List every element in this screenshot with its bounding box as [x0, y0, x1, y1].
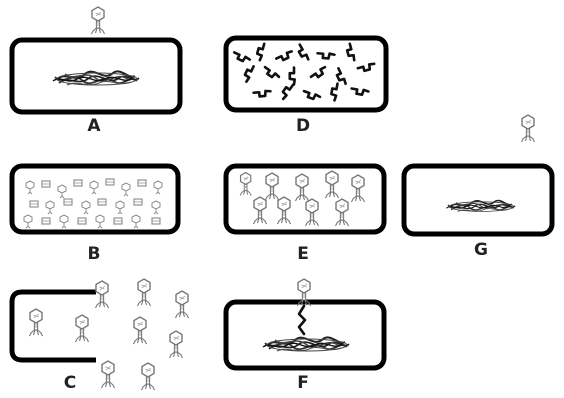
panel-g	[401, 114, 555, 237]
phage-icon	[132, 316, 148, 345]
panel-label-f: F	[297, 373, 309, 393]
cell-wall	[9, 163, 181, 235]
phage-icon	[520, 114, 536, 143]
cell-wall	[223, 35, 389, 113]
phage-icon	[90, 6, 106, 35]
panel-label-d: D	[295, 116, 311, 136]
panel-label-a: A	[87, 116, 101, 136]
panel-e	[223, 163, 387, 235]
phage-icon	[100, 360, 116, 389]
panel-b	[9, 163, 181, 235]
phage-icon	[168, 330, 184, 359]
cell-wall	[401, 163, 555, 237]
phage-icon	[94, 280, 110, 309]
panel-label-e: E	[297, 244, 309, 264]
panel-d	[223, 35, 389, 113]
phage-icon	[28, 308, 44, 337]
phage-icon	[174, 290, 190, 319]
panel-a	[9, 6, 183, 115]
burst-cell-wall	[9, 289, 96, 363]
phage-icon	[140, 362, 156, 391]
panel-c	[9, 278, 190, 391]
phage-icon	[136, 278, 152, 307]
panel-f	[223, 278, 387, 371]
cell-wall	[223, 299, 387, 371]
injected-dna-icon	[297, 304, 307, 336]
panel-label-b: B	[87, 244, 101, 264]
panel-label-c: C	[63, 373, 77, 393]
phage-icon	[74, 314, 90, 343]
panel-label-g: G	[474, 240, 488, 260]
